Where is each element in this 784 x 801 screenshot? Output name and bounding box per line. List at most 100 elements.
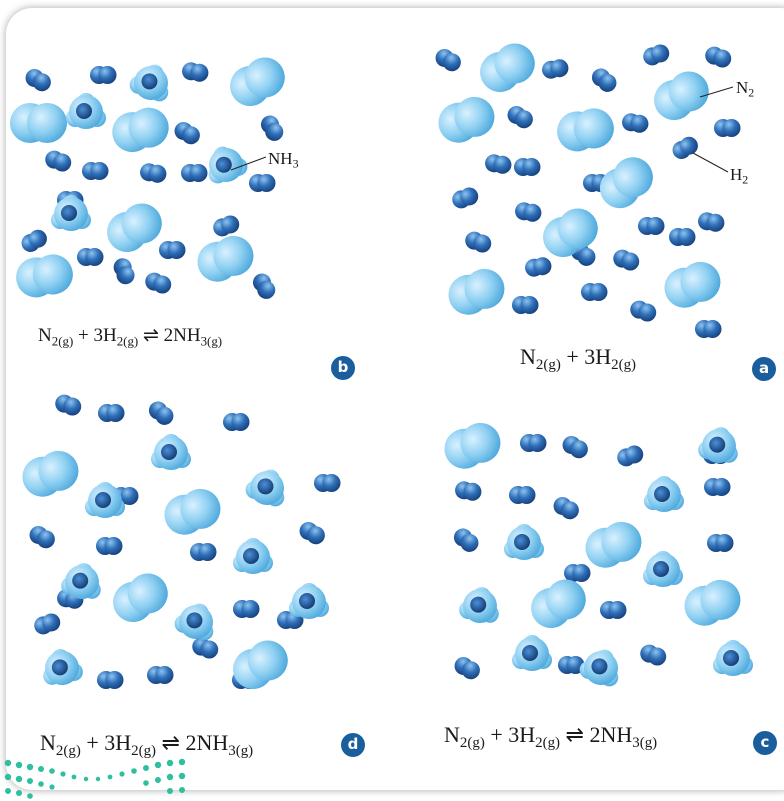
nh3-molecule: [61, 563, 101, 599]
n2-molecule: [197, 235, 254, 282]
nh3-molecule: [245, 469, 285, 507]
h2-molecule: [485, 154, 512, 174]
h2-molecule: [600, 601, 627, 619]
h2-molecule: [90, 66, 117, 84]
badge-d: d: [341, 733, 365, 757]
h2-molecule: [249, 174, 276, 192]
h2-molecule: [512, 296, 539, 314]
h2-molecule: [704, 478, 731, 496]
h2-molecule: [525, 257, 552, 277]
n2-molecule: [531, 579, 586, 628]
h2-molecule: [454, 657, 480, 680]
h2-molecule: [253, 273, 276, 299]
n2-molecule: [654, 71, 709, 120]
n2-molecule: [438, 96, 495, 143]
equation-c: N2(g) + 3H2(g) ⇌ 2NH3(g): [444, 722, 658, 752]
nh3-molecule: [208, 146, 248, 184]
nh3-leader-line: [230, 156, 267, 171]
badge-b: b: [331, 356, 355, 380]
h2-molecule: [591, 68, 617, 92]
h2-molecule: [174, 122, 200, 145]
h2-molecule: [96, 537, 123, 555]
n2-molecule: [112, 107, 169, 153]
n2-molecule: [557, 108, 614, 152]
nh3-molecule: [512, 635, 552, 671]
h2-molecule: [190, 543, 217, 561]
n2-molecule: [16, 254, 73, 298]
badge-a: a: [752, 357, 776, 381]
h2-molecule: [695, 320, 722, 338]
nh3-molecule: [459, 587, 499, 623]
nh3-molecule: [85, 482, 125, 518]
h2-molecule: [98, 404, 125, 422]
h2-molecule: [233, 600, 260, 618]
h2-molecule: [714, 119, 741, 137]
dot-pattern: [4, 758, 186, 799]
h2-molecule: [617, 445, 644, 467]
n2-molecule: [230, 57, 285, 106]
nh3-molecule: [174, 603, 214, 641]
nh3-molecule: [289, 583, 329, 619]
nh3-molecule: [579, 649, 619, 687]
n2-molecule: [585, 521, 642, 568]
badge-c: c: [753, 731, 777, 755]
nh3-molecule: [643, 551, 683, 587]
n2-molecule: [233, 640, 288, 689]
h2-molecule: [640, 644, 667, 666]
nh3-molecule: [66, 93, 106, 129]
n2-molecule: [113, 573, 168, 622]
h2-molecule: [21, 229, 47, 252]
h2-molecule: [159, 241, 186, 259]
h2-molecule: [453, 528, 479, 552]
h2-molecule: [45, 150, 72, 172]
h2-molecule: [147, 666, 174, 684]
h2-molecule: [613, 249, 640, 271]
n2-molecule: [664, 261, 721, 308]
h2-molecule: [465, 231, 492, 253]
h2-molecule: [182, 62, 209, 82]
h2-label: H2: [730, 165, 749, 187]
h2-molecule: [520, 434, 547, 452]
h2-molecule: [34, 613, 61, 635]
h2-molecule: [669, 228, 696, 246]
decorative-dots: [4, 758, 186, 799]
h2-molecule: [672, 136, 698, 159]
h2-molecule: [55, 394, 82, 416]
n2-molecule: [684, 579, 741, 626]
n2-leader-line: [699, 86, 734, 98]
h2-molecule: [622, 113, 649, 133]
h2-molecule: [97, 671, 124, 689]
h2-molecule: [82, 162, 109, 180]
h2-molecule: [29, 526, 55, 549]
h2-leader-line: [692, 152, 729, 173]
h2-molecule: [314, 474, 341, 492]
h2-molecule: [507, 106, 533, 129]
n2-molecule: [10, 103, 67, 143]
h2-molecule: [515, 202, 542, 222]
h2-molecule: [299, 522, 325, 545]
h2-molecule: [638, 217, 665, 235]
h2-molecule: [705, 46, 732, 68]
h2-molecule: [181, 164, 208, 182]
h2-molecule: [698, 212, 725, 232]
h2-molecule: [140, 163, 167, 183]
equation-a: N2(g) + 3H2(g): [520, 344, 637, 374]
nh3-molecule: [43, 649, 83, 685]
h2-molecule: [192, 637, 219, 659]
h2-molecule: [630, 300, 657, 322]
h2-molecule: [707, 534, 734, 552]
h2-molecule: [148, 401, 174, 425]
h2-molecule: [435, 49, 461, 72]
n2-molecule: [22, 450, 79, 497]
n2-molecule: [543, 208, 598, 257]
h2-molecule: [643, 44, 670, 66]
h2-molecule: [581, 283, 608, 301]
h2-molecule: [223, 413, 250, 431]
h2-molecule: [562, 436, 588, 459]
h2-molecule: [213, 215, 240, 237]
nh3-molecule: [504, 524, 544, 560]
nh3-molecule: [51, 195, 91, 231]
h2-molecule: [455, 481, 482, 501]
equation-d: N2(g) + 3H2(g) ⇌ 2NH3(g): [40, 730, 254, 760]
